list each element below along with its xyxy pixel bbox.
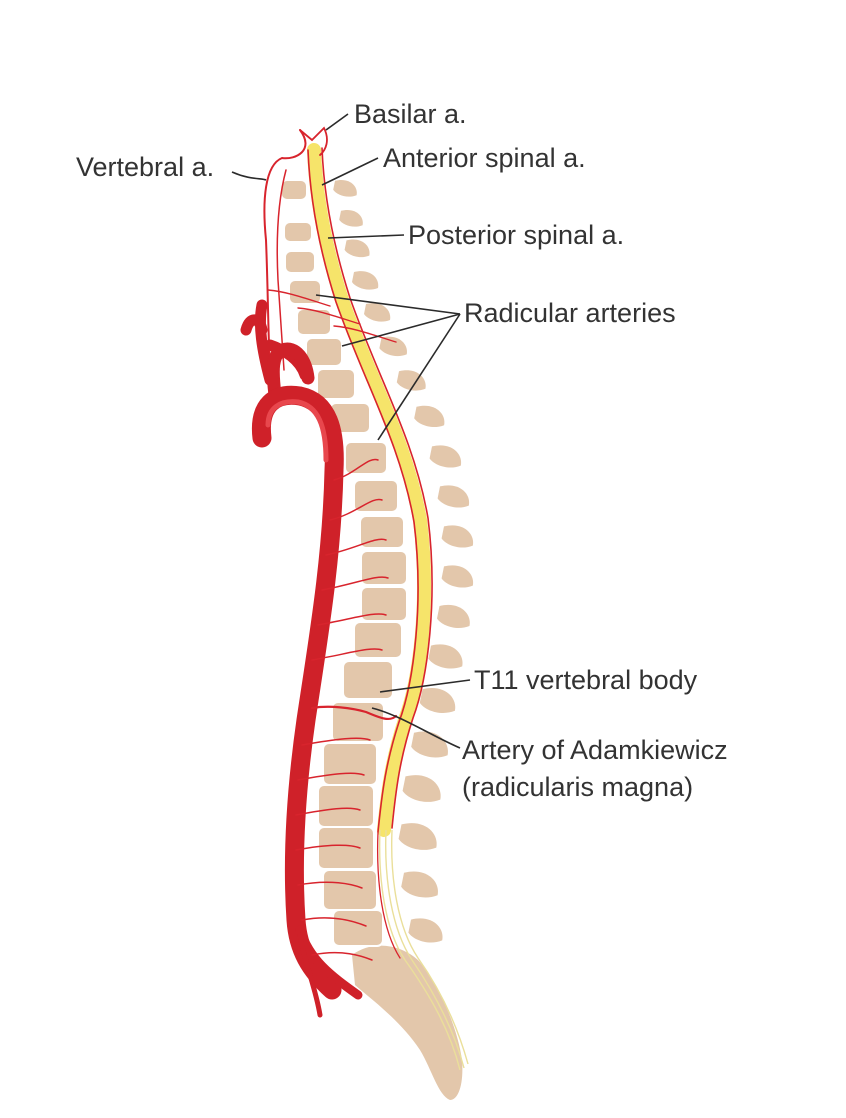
spinous-process: [352, 271, 379, 290]
segmental-artery: [311, 648, 383, 661]
vertebral-body: [322, 742, 378, 786]
vertebral-body: [284, 250, 316, 274]
spinous-process: [408, 918, 443, 943]
spinous-process: [414, 405, 445, 428]
vertebral-body: [322, 869, 378, 911]
spinous-process: [344, 239, 370, 258]
radicular-artery: [333, 325, 397, 343]
segmental-artery: [317, 613, 387, 626]
label-vertebral: Vertebral a.: [76, 152, 214, 182]
common-iliac-artery: [295, 925, 363, 1000]
vertebral-body: [305, 337, 343, 367]
spinous-process: [441, 525, 474, 548]
label-adamkiewicz-line2: (radicularis magna): [462, 772, 693, 802]
leader-radicular-3: [377, 313, 461, 441]
segmental-artery: [321, 576, 389, 591]
label-anterior-spinal: Anterior spinal a.: [383, 143, 586, 173]
vertebral-body: [353, 621, 403, 659]
brachiocephalic-trunk: [266, 342, 315, 402]
leader-radicular-1: [315, 294, 461, 315]
spinous-process: [379, 336, 407, 357]
segmental-artery: [295, 844, 361, 851]
leader-posterior-spinal: [327, 234, 405, 239]
leader-anterior-spinal: [321, 157, 379, 186]
vertebral-artery: [263, 129, 307, 371]
vertebral-body: [344, 441, 388, 475]
label-adamkiewicz-line1: Artery of Adamkiewicz: [462, 735, 728, 765]
spinous-process: [429, 445, 462, 468]
aorta-highlight: [265, 399, 329, 463]
spinous-process: [398, 823, 437, 850]
sacrum: [352, 945, 463, 1100]
vertebral-body: [283, 221, 313, 243]
cauda-equina: [378, 829, 469, 1071]
segmental-artery: [329, 498, 383, 521]
segmental-arteries: [267, 289, 397, 961]
vertebral-body: [288, 279, 322, 305]
segmental-artery: [325, 538, 387, 556]
anterior-spinal-artery-line: [307, 149, 419, 833]
spinous-process: [401, 871, 438, 898]
vertebral-body: [360, 586, 408, 622]
vertebral-body: [359, 515, 405, 549]
segmental-artery: [311, 951, 373, 961]
vertebral-body: [360, 550, 408, 586]
segmental-artery: [297, 881, 363, 889]
leader-lines: [231, 113, 471, 749]
segmental-artery: [297, 772, 365, 781]
leader-basilar: [325, 113, 349, 131]
spinous-process: [396, 370, 426, 391]
artery-of-adamkiewicz: [310, 705, 398, 721]
spinous-process: [437, 604, 470, 629]
vertebral-body: [296, 308, 332, 336]
spinous-processes: [333, 179, 474, 943]
anterior-spinal-artery-lower: [377, 831, 401, 959]
vertebral-body: [342, 660, 394, 700]
segmental-artery: [301, 737, 371, 746]
segmental-artery: [295, 807, 361, 816]
label-basilar: Basilar a.: [354, 99, 467, 129]
vertebral-artery-secondary: [276, 169, 287, 371]
spinous-process: [402, 775, 441, 802]
leader-radicular-2: [341, 313, 461, 347]
radicular-artery: [297, 307, 361, 325]
aorta: [251, 385, 344, 1000]
vertebral-body: [316, 368, 356, 400]
vertebral-body: [317, 784, 375, 828]
vertebral-body: [332, 909, 384, 947]
posterior-spinal-artery-line: [321, 147, 433, 829]
spinal-cord: [307, 143, 432, 837]
spinous-process: [411, 731, 448, 758]
spinous-process: [339, 209, 363, 227]
label-t11: T11 vertebral body: [474, 665, 698, 695]
spinous-process: [437, 485, 470, 508]
spinous-process: [333, 179, 357, 197]
vertebral-body: [280, 179, 308, 201]
radicular-artery: [267, 289, 331, 307]
leader-adamkiewicz: [371, 707, 461, 749]
spinous-process: [419, 687, 456, 713]
spinous-process: [441, 565, 474, 588]
internal-iliac-artery: [297, 932, 323, 1018]
leader-vertebral: [231, 171, 267, 181]
spinous-process: [364, 303, 391, 322]
spinous-process: [428, 644, 463, 669]
segmental-artery: [301, 917, 367, 927]
leader-t11: [379, 679, 471, 693]
segmental-artery: [333, 458, 379, 481]
basilar-artery: [299, 126, 328, 156]
label-radicular: Radicular arteries: [464, 298, 676, 328]
label-posterior-spinal: Posterior spinal a.: [408, 220, 624, 250]
vertebral-body: [317, 826, 375, 870]
